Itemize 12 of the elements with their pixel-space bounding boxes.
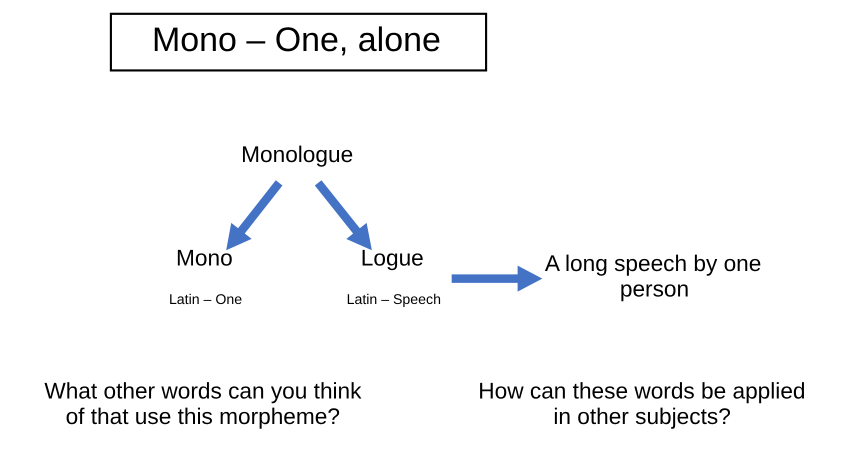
arrow: [451, 266, 542, 292]
arrow: [314, 180, 372, 250]
node-label: Latin – Speech: [346, 291, 440, 308]
label: What other words can you think of that use this morpheme?: [44, 378, 361, 430]
node-label: Latin – One: [168, 291, 242, 308]
arrow: [226, 180, 282, 250]
label: How can these words be applied in other subjects?: [478, 378, 806, 430]
node-text: Mono: [176, 244, 232, 271]
node-text: Monologue: [240, 141, 353, 168]
node-text: A long speech by one person: [544, 250, 761, 302]
node-text: Logue: [360, 244, 424, 271]
node-box: Mono – One, alone: [109, 12, 487, 72]
